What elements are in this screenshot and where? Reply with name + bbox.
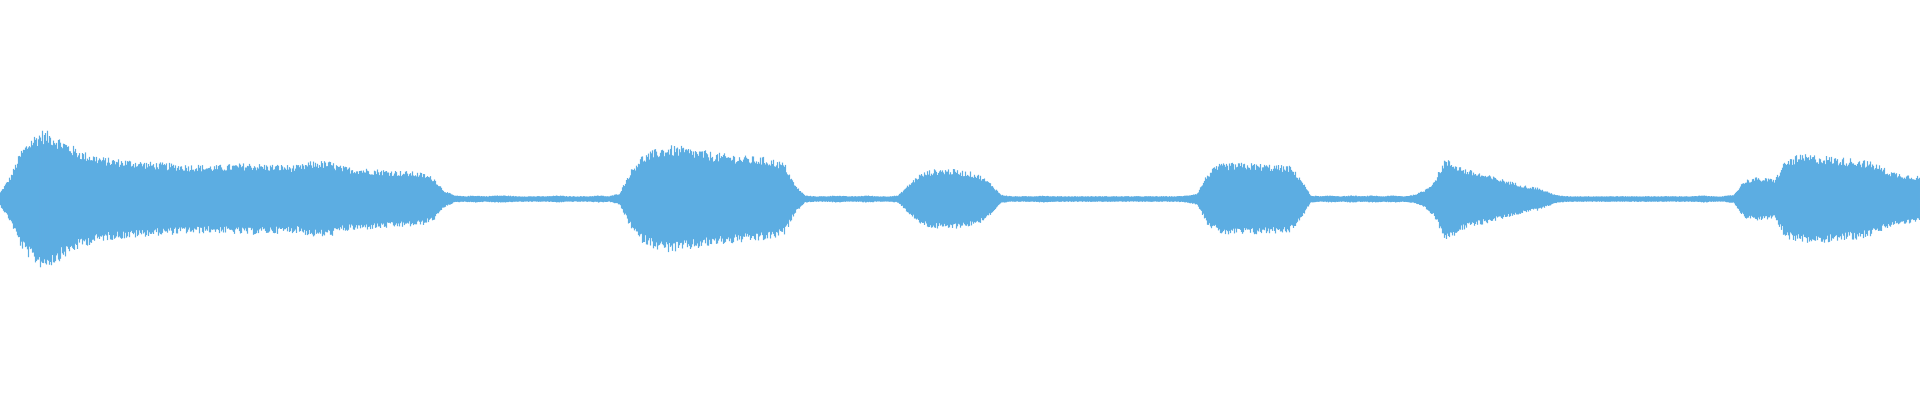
waveform-bars: [0, 130, 1920, 268]
